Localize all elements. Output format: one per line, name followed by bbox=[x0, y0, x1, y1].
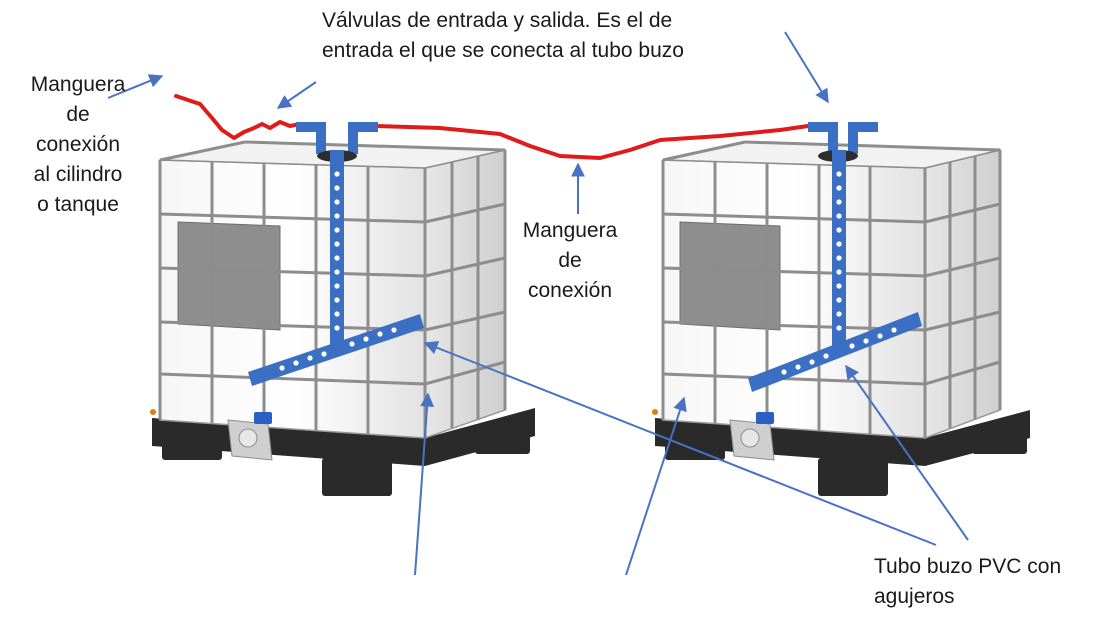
valves-label-line2: entrada el que se conecta al tubo buzo bbox=[322, 39, 684, 62]
tank-body-side-right bbox=[924, 149, 1001, 440]
drain-valve-left bbox=[227, 412, 273, 461]
tank-body-side-left bbox=[424, 149, 506, 440]
hose-to-cylinder-line4: al cilindro bbox=[33, 163, 123, 186]
inlet-valve-right bbox=[808, 122, 838, 132]
arrow-to-inlet-left bbox=[276, 81, 317, 109]
arrow-to-cage-left bbox=[414, 392, 435, 576]
hose-to-cylinder-line1: Manguera bbox=[30, 73, 126, 96]
arrow-to-valve-right bbox=[784, 31, 829, 104]
hose-to-cylinder-label: Manguera de conexión al cilindro o tanqu… bbox=[8, 70, 148, 220]
hose-to-cylinder-line2: de bbox=[66, 103, 90, 126]
connection-hose-line1: Manguera bbox=[522, 219, 618, 242]
connection-hose-line2: de bbox=[558, 249, 582, 272]
cage-front-left bbox=[158, 140, 507, 438]
hose-to-cylinder-line5: o tanque bbox=[37, 193, 119, 216]
pointer-arrows bbox=[107, 31, 969, 576]
inlet-valve-left bbox=[296, 122, 326, 132]
dip-tube-label: Tubo buzo PVC con agujeros bbox=[874, 552, 1104, 612]
arrow-to-dip-tube-right bbox=[845, 364, 969, 541]
label-plate-right bbox=[679, 221, 781, 331]
connection-hose bbox=[374, 124, 810, 160]
arrow-to-hose-start bbox=[107, 74, 164, 99]
outlet-valve-right bbox=[848, 122, 878, 132]
connection-hose-label: Manguera de conexión bbox=[500, 216, 640, 306]
valves-label: Válvulas de entrada y salida. Es el de e… bbox=[322, 6, 782, 66]
ibc-tank-right bbox=[652, 140, 1030, 496]
dip-tube-holes-right bbox=[781, 171, 897, 375]
hose-to-cylinder-line3: conexión bbox=[35, 133, 121, 156]
pallet-left bbox=[152, 408, 535, 496]
arrow-to-cage-right bbox=[625, 396, 687, 576]
valves-label-line1: Válvulas de entrada y salida. Es el de bbox=[322, 9, 673, 32]
dip-tube-line1: Tubo buzo PVC con bbox=[874, 555, 1062, 578]
pallet-right bbox=[655, 410, 1030, 496]
arrow-to-dip-tube-left bbox=[423, 341, 937, 546]
dip-tube-holes-left bbox=[279, 171, 397, 371]
dip-tube-right bbox=[748, 122, 922, 392]
drain-valve-right bbox=[729, 412, 775, 461]
hose-to-cylinder bbox=[174, 94, 302, 140]
label-plate-left bbox=[177, 221, 281, 331]
outlet-valve-left bbox=[348, 122, 378, 132]
connection-hose-line3: conexión bbox=[527, 279, 613, 302]
dip-tube-line2: agujeros bbox=[874, 585, 955, 608]
